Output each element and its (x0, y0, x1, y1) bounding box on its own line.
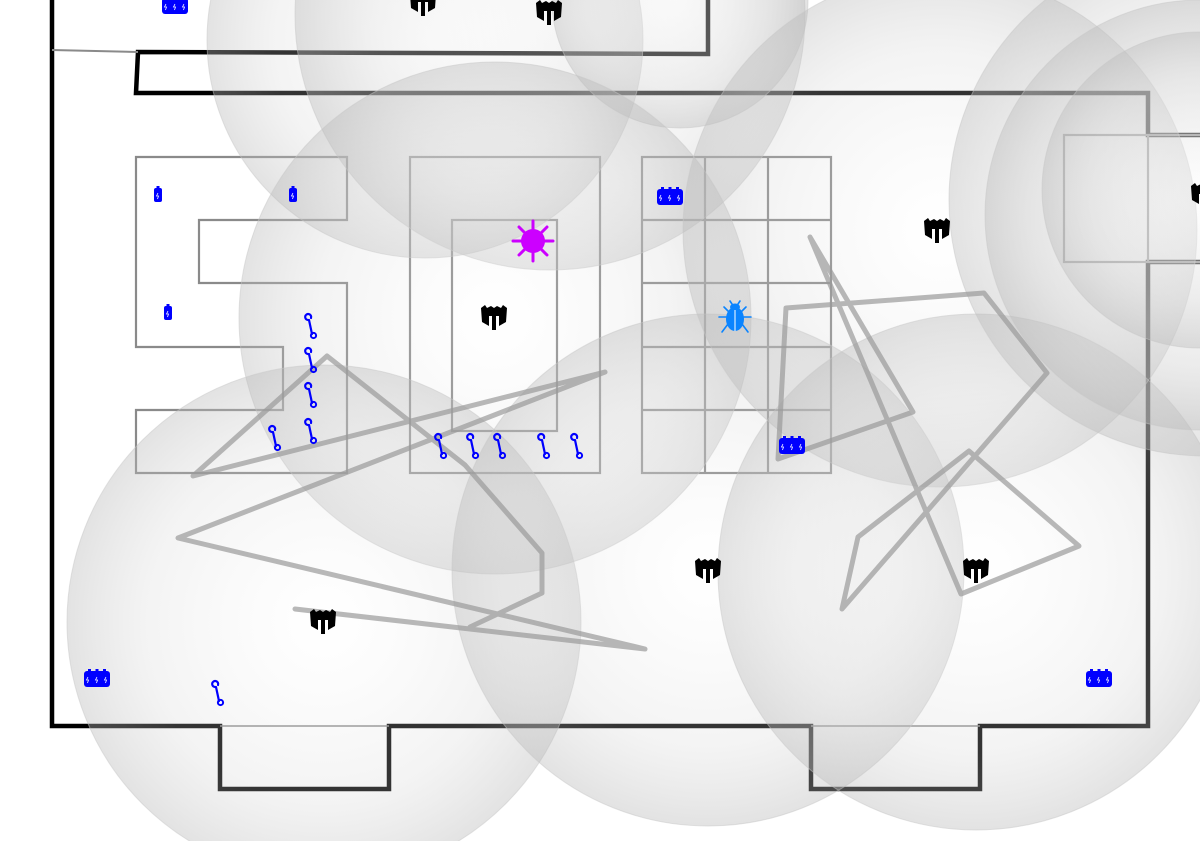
coverage-circle (1041, 31, 1200, 349)
battery-pack-icon[interactable] (161, 0, 189, 15)
battery-icon[interactable] (163, 303, 173, 321)
battery-icon[interactable] (153, 185, 163, 203)
battery-pack-icon[interactable] (1085, 668, 1113, 688)
trajectory-left (175, 353, 648, 652)
battery-pack-icon[interactable] (778, 435, 806, 455)
battery-icon[interactable] (288, 185, 298, 203)
virus-icon[interactable] (511, 219, 555, 263)
battery-pack-icon[interactable] (656, 186, 684, 206)
door-line (51, 49, 139, 53)
battery-pack-icon[interactable] (83, 668, 111, 688)
coverage-areas (66, 0, 1200, 841)
